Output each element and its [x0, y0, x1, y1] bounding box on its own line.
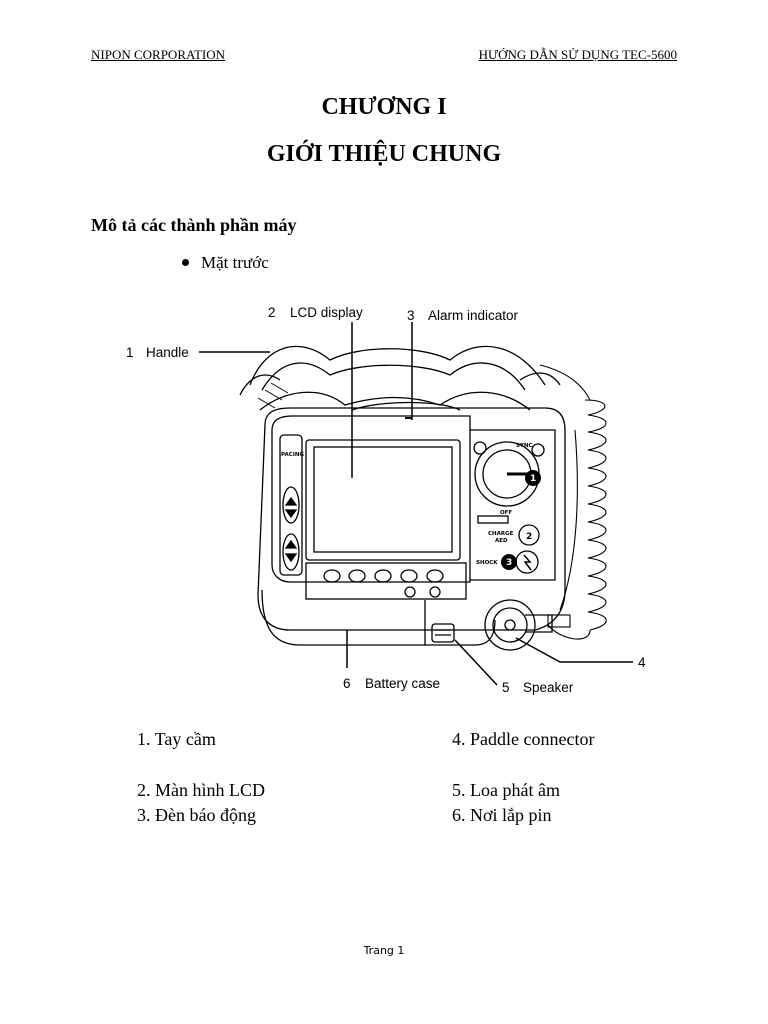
pacing-label: PACING — [281, 452, 304, 458]
legend-item-3: 3. Đèn báo động — [137, 805, 256, 825]
legend-item-5: 5. Loa phát âm — [452, 780, 560, 800]
bullet-dot-icon — [182, 258, 189, 266]
callout-1-number: 1 — [126, 345, 134, 360]
sync-label: SYNC — [516, 443, 533, 449]
panel-labels: PACING SYNC OFF CHARGE AED SHOCK — [281, 443, 533, 566]
callout-4-number: 4 — [638, 655, 646, 670]
shock-label: SHOCK — [476, 560, 498, 566]
callout-3-number: 3 — [407, 308, 415, 323]
legend-item-6: 6. Nơi lắp pin — [452, 805, 552, 825]
callout-6-number: 6 — [343, 676, 351, 691]
defibrillator-diagram: PACING SYNC OFF CHARGE AED SHOCK 1 2 3 1… — [126, 305, 646, 695]
callout-1-label: Handle — [146, 345, 189, 360]
legend-item-2: 2. Màn hình LCD — [137, 780, 265, 800]
callout-leaders — [199, 322, 633, 686]
bullet-text: Mặt trước — [201, 253, 269, 272]
chapter-subtitle: GIỚI THIỆU CHUNG — [266, 141, 502, 167]
paddle-cable — [539, 364, 607, 640]
step-numbers: 1 2 3 — [506, 474, 536, 568]
off-label: OFF — [500, 510, 512, 516]
callout-5-label: Speaker — [523, 680, 574, 695]
aed-label: AED — [495, 538, 508, 544]
section-heading: Mô tả các thành phần máy — [91, 215, 297, 235]
callout-2-number: 2 — [268, 305, 276, 320]
header-company: NIPON CORPORATION — [91, 47, 225, 62]
chapter-title: CHƯƠNG I — [321, 94, 447, 120]
handle — [239, 345, 561, 411]
charge-label: CHARGE — [488, 531, 514, 537]
step-2-badge: 2 — [526, 532, 532, 542]
leader-paddle-connector — [515, 637, 633, 663]
device-body — [257, 401, 566, 651]
step-3-badge: 3 — [506, 558, 512, 568]
callout-3-label: Alarm indicator — [428, 308, 519, 323]
leader-speaker — [454, 639, 498, 686]
callout-2-label: LCD display — [290, 305, 363, 320]
legend-item-4: 4. Paddle connector — [452, 729, 595, 749]
header-manual-title: HƯỚNG DẪN SỬ DỤNG TEC-5600 — [478, 47, 677, 62]
callout-5-number: 5 — [502, 680, 510, 695]
bullet-item: Mặt trước — [182, 253, 269, 273]
page-number: Trang 1 — [363, 944, 405, 957]
legend-item-1: 1. Tay cầm — [137, 729, 216, 749]
step-1-badge: 1 — [530, 474, 536, 484]
callout-6-label: Battery case — [365, 676, 440, 691]
